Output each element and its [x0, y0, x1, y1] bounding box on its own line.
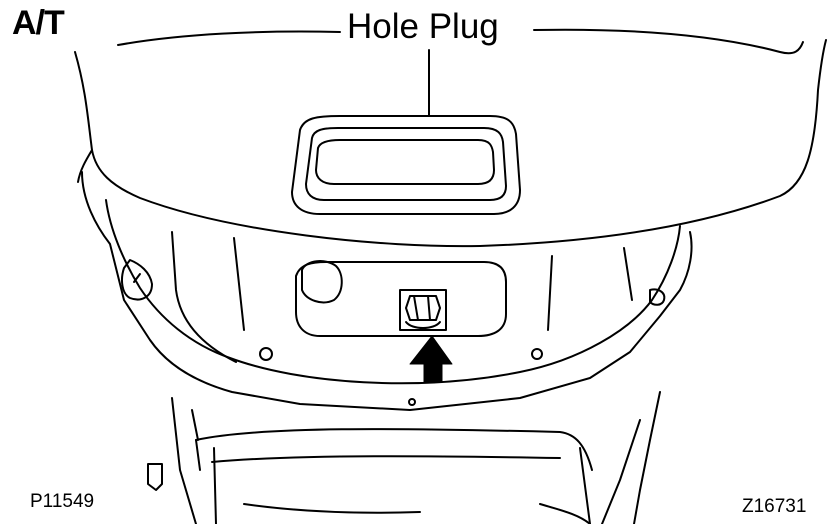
figure-code-left: P11549 [30, 491, 95, 512]
drain-bolt [399, 289, 447, 331]
transmission-case [81, 171, 693, 411]
oil-pan-area [295, 260, 507, 337]
variant-label: A/T [12, 4, 65, 42]
hole-plug [291, 115, 521, 215]
hole-plug-callout: Hole Plug [347, 7, 499, 46]
figure-code-right: Z16731 [742, 496, 807, 517]
transmission-housing [74, 28, 827, 248]
arrow-up-icon [409, 335, 453, 383]
lower-body [147, 391, 661, 524]
